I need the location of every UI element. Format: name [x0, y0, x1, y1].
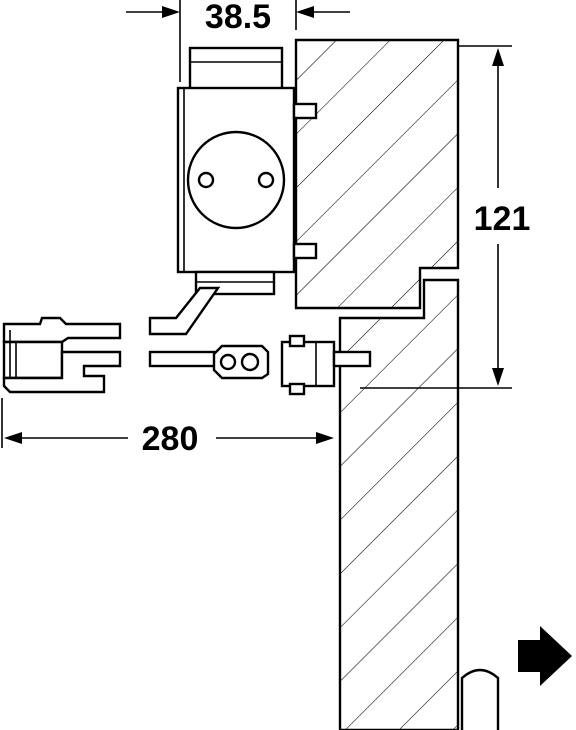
- dimension-width-label: 38.5: [205, 0, 271, 36]
- door-frame: [294, 38, 460, 310]
- hinge-pin: [460, 668, 500, 730]
- connecting-rod: [148, 344, 270, 380]
- dimension-height: 121: [360, 45, 531, 389]
- dimension-width: 38.5: [126, 0, 350, 82]
- door-closer-body: [176, 46, 318, 296]
- closer-arm-upper: [148, 286, 221, 336]
- arm-end-assembly: [2, 316, 122, 394]
- adjusting-valve: [186, 130, 286, 230]
- dimension-height-label: 121: [474, 200, 531, 238]
- dimension-arm-length: 280: [1, 398, 334, 458]
- door-leaf: [338, 278, 460, 730]
- arm-shoe: [280, 334, 372, 396]
- dimension-arm-length-label: 280: [142, 420, 199, 458]
- arrow-right-icon: [518, 626, 572, 686]
